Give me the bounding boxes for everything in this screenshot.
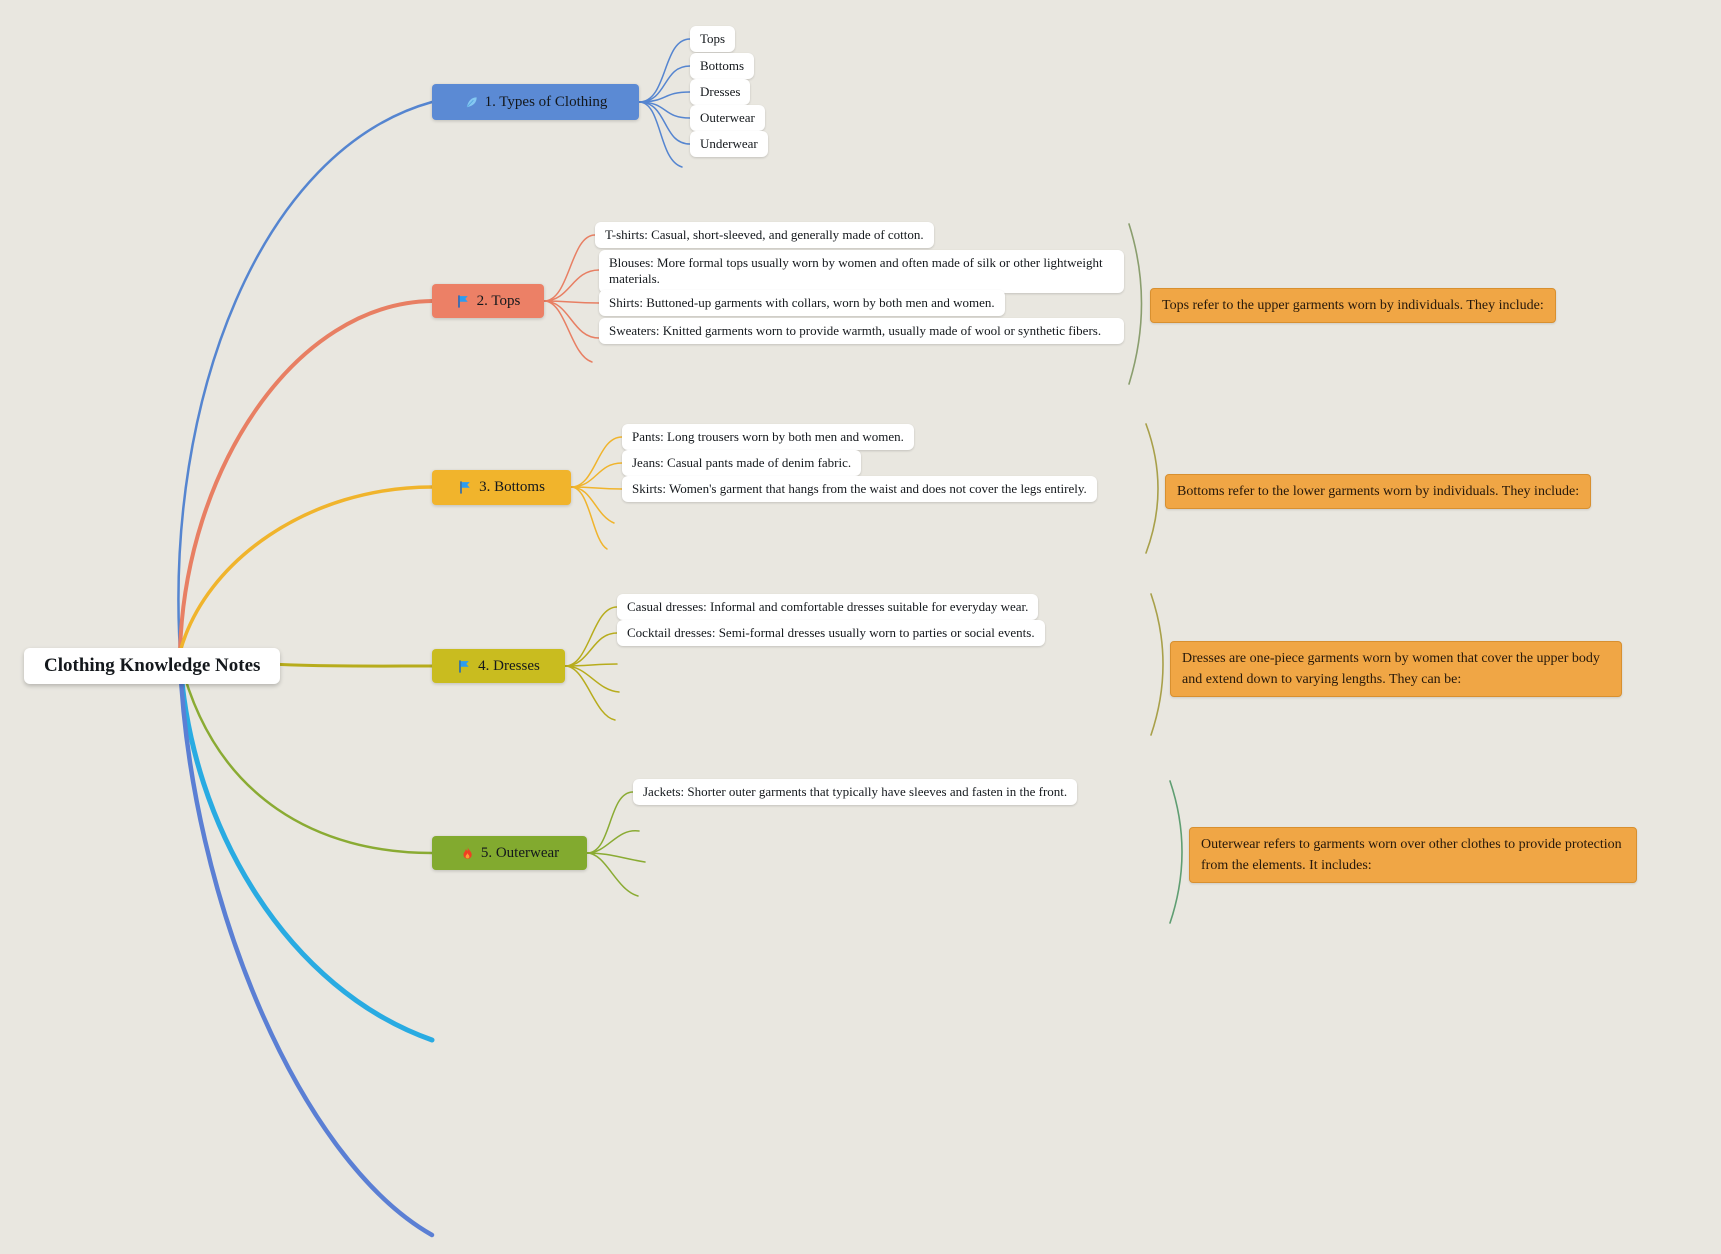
edge-collapsed-branch-2	[177, 657, 435, 1238]
child-node-jeans[interactable]: Jeans: Casual pants made of denim fabric…	[622, 450, 862, 477]
child-node-tshirts[interactable]: T-shirts: Casual, short-sleeved, and gen…	[595, 222, 934, 249]
summary-bracket-dresses	[1150, 593, 1164, 736]
edge-collapsed-branch-1	[177, 655, 435, 1043]
child-node-dresses[interactable]: Dresses	[690, 79, 751, 106]
child-node-tops[interactable]: Tops	[690, 26, 736, 53]
child-node-skirts[interactable]: Skirts: Women's garment that hangs from …	[622, 476, 1097, 503]
flame-icon	[460, 846, 475, 861]
child-node-pants[interactable]: Pants: Long trousers worn by both men an…	[622, 424, 914, 451]
summary-note-tops[interactable]: Tops refer to the upper garments worn by…	[1150, 288, 1556, 323]
branch-node-bottoms[interactable]: 3. Bottoms	[432, 470, 571, 505]
summary-note-bottoms[interactable]: Bottoms refer to the lower garments worn…	[1165, 474, 1592, 509]
edges-dresses-children	[564, 606, 620, 721]
flag-icon	[456, 294, 471, 309]
edges-bottoms-children	[570, 436, 623, 550]
edges-tops-children	[543, 234, 600, 363]
branch-node-types-of-clothing[interactable]: 1. Types of Clothing	[432, 84, 639, 120]
summary-bracket-bottoms	[1145, 423, 1159, 554]
feather-icon	[464, 95, 479, 110]
summary-bracket-tops	[1128, 223, 1143, 385]
child-node-sweaters[interactable]: Sweaters: Knitted garments worn to provi…	[599, 318, 1124, 345]
flag-icon	[458, 480, 473, 495]
branch-node-dresses[interactable]: 4. Dresses	[432, 649, 565, 683]
branch-node-outerwear[interactable]: 5. Outerwear	[432, 836, 587, 870]
edges-types-children	[638, 38, 691, 168]
edges-outerwear-children	[586, 791, 646, 897]
child-node-underwear[interactable]: Underwear	[690, 131, 768, 158]
summary-bracket-outerwear	[1169, 780, 1183, 924]
branch-node-tops[interactable]: 2. Tops	[432, 284, 544, 318]
child-node-blouses[interactable]: Blouses: More formal tops usually worn b…	[599, 250, 1124, 293]
child-node-jackets[interactable]: Jackets: Shorter outer garments that typ…	[633, 779, 1078, 806]
edge-root-outerwear	[178, 658, 434, 855]
summary-note-outerwear[interactable]: Outerwear refers to garments worn over o…	[1189, 827, 1637, 883]
flag-icon	[457, 659, 472, 674]
child-node-cocktail-dresses[interactable]: Cocktail dresses: Semi-formal dresses us…	[617, 620, 1045, 647]
child-node-casual-dresses[interactable]: Casual dresses: Informal and comfortable…	[617, 594, 1039, 621]
edge-root-types	[177, 100, 434, 654]
edge-root-tops	[178, 299, 434, 654]
root-node[interactable]: Clothing Knowledge Notes	[24, 648, 281, 684]
branch-label: 4. Dresses	[478, 657, 540, 674]
child-node-shirts[interactable]: Shirts: Buttoned-up garments with collar…	[599, 290, 1005, 317]
branch-label: 5. Outerwear	[480, 844, 560, 861]
edge-root-bottoms	[178, 485, 434, 654]
branch-label: 1. Types of Clothing	[484, 93, 608, 110]
summary-note-dresses[interactable]: Dresses are one-piece garments worn by w…	[1170, 641, 1622, 697]
child-node-outerwear[interactable]: Outerwear	[690, 105, 765, 132]
child-node-bottoms[interactable]: Bottoms	[690, 53, 755, 80]
branch-label: 2. Tops	[476, 292, 521, 309]
branch-label: 3. Bottoms	[479, 479, 545, 495]
